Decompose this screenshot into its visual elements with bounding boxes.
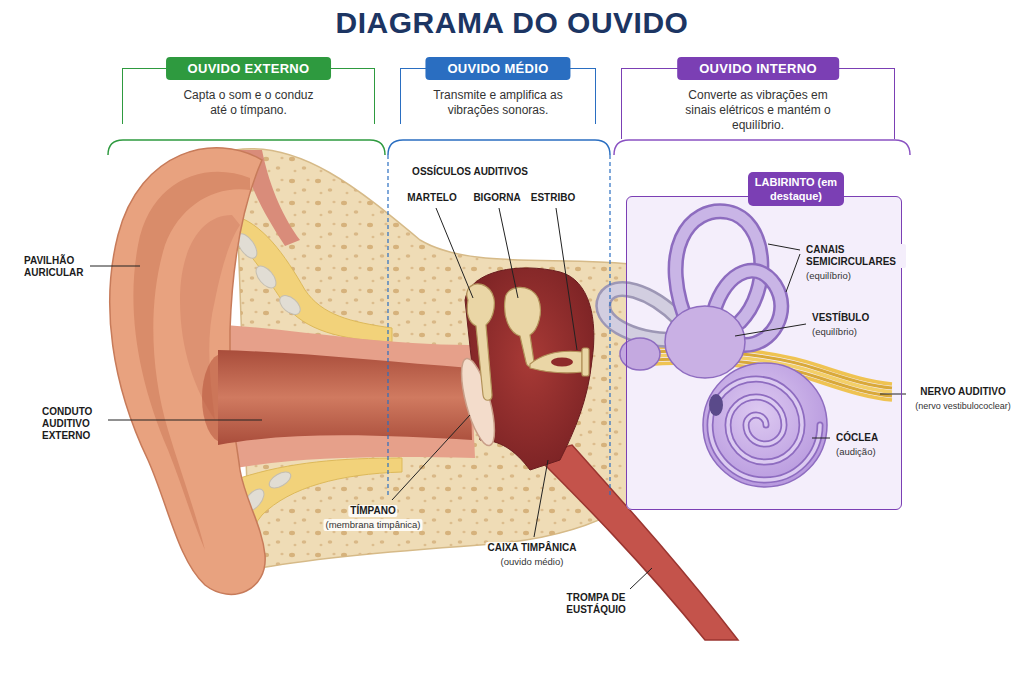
leader-line <box>556 208 577 350</box>
incus <box>505 287 541 366</box>
part-label: CÓCLEA <box>834 432 880 444</box>
malleus <box>467 284 495 400</box>
leader-line <box>108 420 262 421</box>
leader-line <box>436 208 473 298</box>
highlight-header: LABIRINTO (em destaque) <box>748 172 844 206</box>
part-note: (ouvido médio) <box>499 556 566 568</box>
cochlea <box>703 363 827 487</box>
part-note: (membrana timpânica) <box>323 519 422 531</box>
section-bracket <box>388 140 610 155</box>
region-box: OUVIDO MÉDIOTransmite e amplifica as vib… <box>400 68 596 124</box>
cochlea-spiral-outline <box>710 379 820 480</box>
leader-line <box>880 394 906 395</box>
part-label: TÍMPANO <box>348 505 397 517</box>
eardrum <box>455 355 501 448</box>
fat-layer <box>232 215 392 342</box>
leader-line <box>630 568 652 589</box>
leader-line <box>768 244 800 250</box>
part-label: CAIXA TIMPÂNICA <box>485 542 578 554</box>
leader-line <box>534 460 548 537</box>
leader-line <box>786 254 800 292</box>
part-label: TROMPA DE EUSTÁQUIO <box>552 592 640 616</box>
part-note: (equilíbrio) <box>810 326 859 338</box>
region-header: OUVIDO INTERNO <box>677 57 839 80</box>
region-description: Converte as vibrações em sinais elétrico… <box>678 88 838 133</box>
cartilage <box>252 263 279 292</box>
region-box: OUVIDO INTERNOConverte as vibrações em s… <box>621 68 895 139</box>
part-note: (equilíbrio) <box>804 270 853 282</box>
vestibule <box>665 306 745 378</box>
ear-canal <box>218 350 472 445</box>
leader-line <box>499 208 518 298</box>
section-bracket <box>108 140 385 155</box>
section-divider <box>609 155 610 498</box>
part-label: CONDUTO AUDITIVO EXTERNO <box>40 406 108 442</box>
leader-line <box>735 324 806 336</box>
cartilage <box>267 469 294 491</box>
cochlea-spiral <box>710 379 820 480</box>
leader-line <box>812 438 830 439</box>
region-description: Transmite e amplifica as vibrações sonor… <box>433 88 563 118</box>
region-box: OUVIDO EXTERNOCapta o som e o conduz até… <box>122 68 375 124</box>
part-label: NERVO AUDITIVO <box>918 386 1008 398</box>
part-label: PAVILHÃO AURICULAR <box>22 255 90 279</box>
part-note: (nervo vestibulococlear) <box>913 400 1013 412</box>
region-header: OUVIDO EXTERNO <box>166 57 332 80</box>
part-note: (audição) <box>834 446 878 458</box>
part-label: MARTELO <box>405 192 458 204</box>
region-description: Capta o som e o conduz até o tímpano. <box>179 88 319 118</box>
stapes-opening <box>551 358 573 367</box>
part-label: ESTRIBO <box>529 192 577 204</box>
stapes <box>530 351 582 372</box>
diagram-title: DIAGRAMA DO OUVIDO <box>0 5 1024 41</box>
cartilage <box>276 292 303 318</box>
fat-layer <box>240 458 402 552</box>
part-label: BIGORNA <box>471 192 522 204</box>
round-window <box>709 394 723 416</box>
region-header: OUVIDO MÉDIO <box>425 57 570 80</box>
part-label: CANAIS SEMICIRCULARES <box>804 244 906 268</box>
section-divider <box>387 155 388 498</box>
part-label: VESTÍBULO <box>810 312 871 324</box>
part-label: OSSÍCULOS AUDITIVOS <box>410 166 530 178</box>
stapes-footplate <box>582 348 589 376</box>
leader-line <box>392 415 470 500</box>
leader-line <box>90 266 140 267</box>
section-bracket <box>614 140 910 155</box>
